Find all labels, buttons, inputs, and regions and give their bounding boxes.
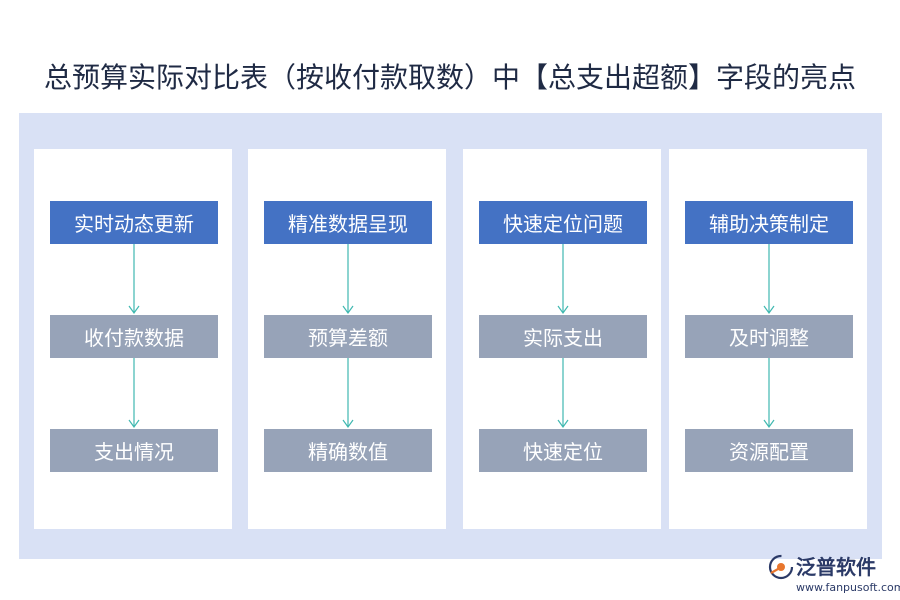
column-2-head-box: 精准数据呈现 [264, 201, 432, 244]
brand-logo-icon [768, 554, 794, 580]
arrow-down-icon [557, 358, 569, 429]
column-1: 实时动态更新 收付款数据 支出情况 [34, 149, 232, 529]
arrow-down-icon [342, 358, 354, 429]
column-4-head-box: 辅助决策制定 [685, 201, 853, 244]
column-4-bottom-box: 资源配置 [685, 429, 853, 472]
column-2: 精准数据呈现 预算差额 精确数值 [248, 149, 446, 529]
arrow-down-icon [763, 358, 775, 429]
column-1-head-box: 实时动态更新 [50, 201, 218, 244]
column-4: 辅助决策制定 及时调整 资源配置 [669, 149, 867, 529]
diagram-panel: 实时动态更新 收付款数据 支出情况 精准数据呈现 预算差额 精确数值 快速定位问… [19, 113, 882, 559]
brand-logo: 泛普软件 www.fanpusoft.com [766, 550, 900, 598]
column-3: 快速定位问题 实际支出 快速定位 [463, 149, 661, 529]
brand-name: 泛普软件 [796, 555, 876, 579]
column-4-mid-box: 及时调整 [685, 315, 853, 358]
arrow-down-icon [128, 244, 140, 315]
column-3-bottom-box: 快速定位 [479, 429, 647, 472]
arrow-down-icon [128, 358, 140, 429]
column-1-mid-box: 收付款数据 [50, 315, 218, 358]
arrow-down-icon [342, 244, 354, 315]
column-3-mid-box: 实际支出 [479, 315, 647, 358]
page-title: 总预算实际对比表（按收付款取数）中【总支出超额】字段的亮点 [43, 61, 856, 94]
brand-url: www.fanpusoft.com [796, 581, 900, 594]
column-1-bottom-box: 支出情况 [50, 429, 218, 472]
column-2-mid-box: 预算差额 [264, 315, 432, 358]
arrow-down-icon [763, 244, 775, 315]
column-3-head-box: 快速定位问题 [479, 201, 647, 244]
column-2-bottom-box: 精确数值 [264, 429, 432, 472]
arrow-down-icon [557, 244, 569, 315]
